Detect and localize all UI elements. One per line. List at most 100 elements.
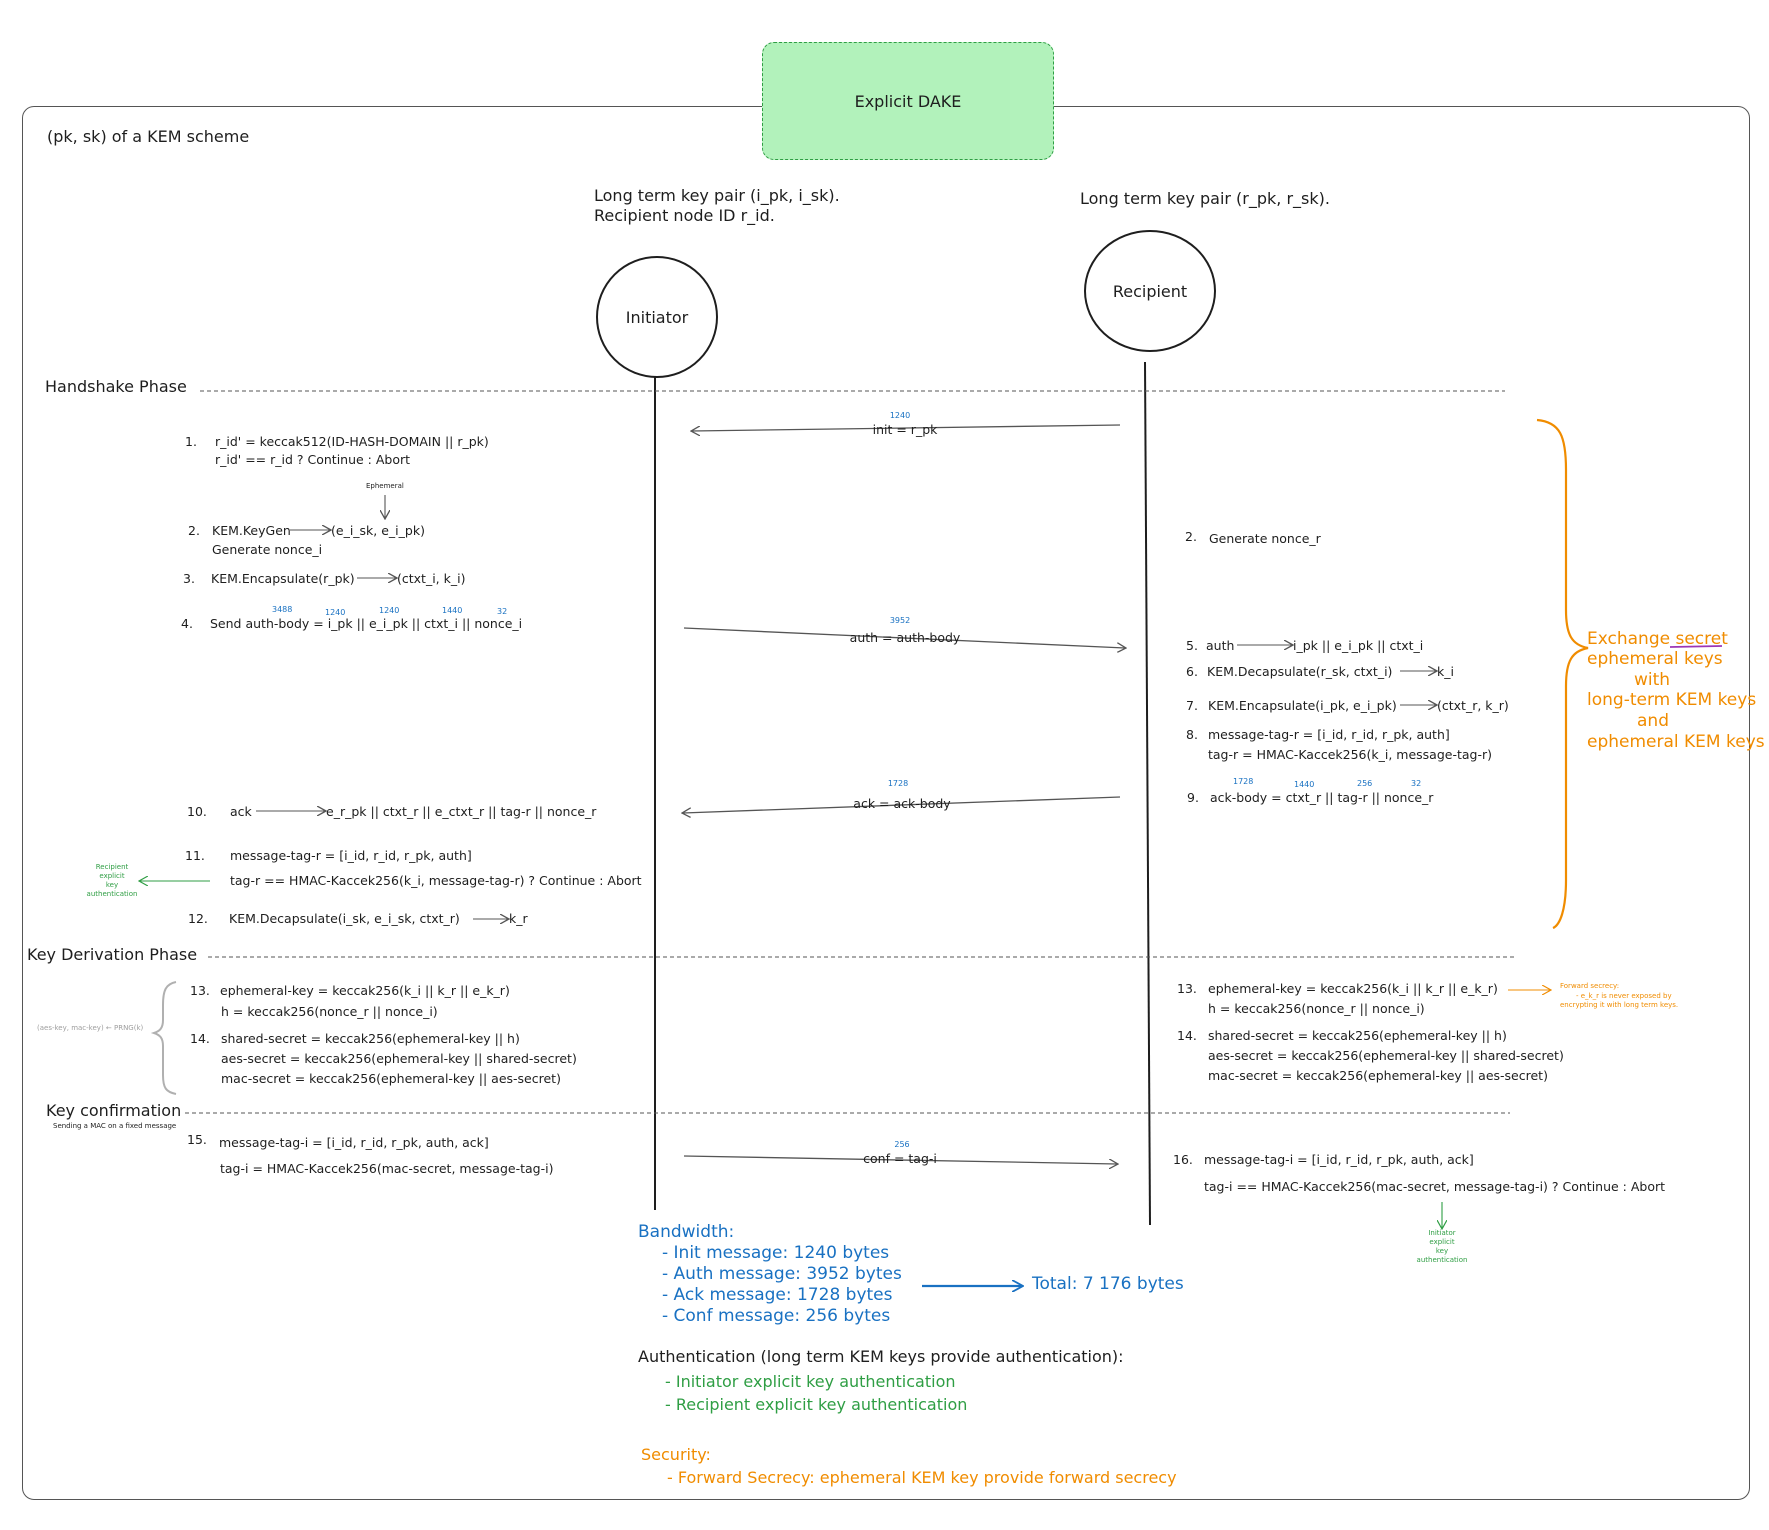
i-step12-output: k_r xyxy=(509,911,528,926)
i-step15-line1: message-tag-i = [i_id, r_id, r_pk, auth,… xyxy=(219,1135,489,1150)
r-step13-number: 13. xyxy=(1177,981,1197,996)
r-step9-number: 9. xyxy=(1187,790,1199,805)
exchange-brace xyxy=(1536,418,1589,930)
i-step11-number: 11. xyxy=(185,848,205,863)
recipient-auth-note-2: explicit xyxy=(99,872,125,880)
init-arrow xyxy=(692,424,1121,431)
auth-message-label: auth = auth-body xyxy=(849,630,961,645)
i-step14-line3: mac-secret = keccak256(ephemeral-key || … xyxy=(221,1071,561,1086)
i-step13-number: 13. xyxy=(190,983,210,998)
i-step2-nonce: Generate nonce_i xyxy=(212,542,323,557)
i-step2-keypair: (e_i_sk, e_i_pk) xyxy=(331,523,425,538)
r-step13-line1: ephemeral-key = keccak256(k_i || k_r || … xyxy=(1208,981,1498,996)
r-step8-number: 8. xyxy=(1186,727,1198,742)
forward-secrecy-note-2: - e_k_r is never exposed by xyxy=(1576,992,1672,1000)
r-step14-line1: shared-secret = keccak256(ephemeral-key … xyxy=(1208,1028,1507,1043)
prng-note: (aes-key, mac-key) ← PRNG(k) xyxy=(37,1024,144,1032)
r-step6-decapsulate: KEM.Decapsulate(r_sk, ctxt_i) xyxy=(1207,664,1393,679)
r-step5-auth: auth xyxy=(1206,638,1235,653)
i-step2-number: 2. xyxy=(188,523,200,538)
i-step10-output: e_r_pk || ctxt_r || e_ctxt_r || tag-r ||… xyxy=(326,804,597,819)
i-step11-line2: tag-r == HMAC-Kaccek256(k_i, message-tag… xyxy=(230,873,642,888)
auth-arrow xyxy=(683,627,1125,648)
recipient-key-line1: Long term key pair (r_pk, r_sk). xyxy=(1080,189,1330,208)
r-step16-number: 16. xyxy=(1173,1152,1193,1167)
r-step7-output: (ctxt_r, k_r) xyxy=(1437,698,1509,713)
i-step4-number: 4. xyxy=(181,616,193,631)
key-confirmation-label: Key confirmation xyxy=(46,1101,182,1120)
recipient-auth-note-4: authentication xyxy=(86,890,138,898)
key-confirmation-subtitle: Sending a MAC on a fixed message xyxy=(53,1122,177,1130)
r-step14-number: 14. xyxy=(1177,1028,1197,1043)
exchange-note-line3: with xyxy=(1633,670,1671,690)
bandwidth-item-auth: - Auth message: 3952 bytes xyxy=(662,1264,902,1284)
title-box: Explicit DAKE xyxy=(762,42,1054,160)
i-step13-line1: ephemeral-key = keccak256(k_i || k_r || … xyxy=(220,983,510,998)
bandwidth-item-init: - Init message: 1240 bytes xyxy=(662,1243,890,1263)
i-step1-number: 1. xyxy=(185,434,197,449)
initiator-label: Initiator xyxy=(625,307,689,327)
i-step2-keygen: KEM.KeyGen xyxy=(212,523,291,538)
i-step15-line2: tag-i = HMAC-Kaccek256(mac-secret, messa… xyxy=(220,1161,554,1176)
i-step3-number: 3. xyxy=(183,571,195,586)
ack-arrow xyxy=(683,796,1121,813)
initiator-auth-note-4: authentication xyxy=(1416,1256,1468,1264)
i-step11-line1: message-tag-r = [i_id, r_id, r_pk, auth] xyxy=(230,848,472,863)
i-step1-line1: r_id' = keccak512(ID-HASH-DOMAIN || r_pk… xyxy=(215,434,489,449)
security-title: Security: xyxy=(641,1445,711,1464)
i-step13-line2: h = keccak256(nonce_r || nonce_i) xyxy=(221,1004,438,1019)
r-step5-output: i_pk || e_i_pk || ctxt_i xyxy=(1293,638,1424,653)
i-step12-number: 12. xyxy=(188,911,208,926)
diagram-title: Explicit DAKE xyxy=(854,91,962,111)
r-step2-text: Generate nonce_r xyxy=(1209,531,1321,546)
i-step3-output: (ctxt_i, k_i) xyxy=(397,571,466,586)
r-step8-line2: tag-r = HMAC-Kaccek256(k_i, message-tag-… xyxy=(1208,747,1492,762)
i-step4-size-2: 1240 xyxy=(325,608,346,617)
r-step6-output: k_i xyxy=(1437,664,1454,679)
r-step2-number: 2. xyxy=(1185,529,1197,544)
i-step10-ack: ack xyxy=(230,804,252,819)
forward-secrecy-note-1: Forward secrecy: xyxy=(1560,982,1620,990)
i-step14-line2: aes-secret = keccak256(ephemeral-key || … xyxy=(221,1051,577,1066)
key-derivation-phase-label: Key Derivation Phase xyxy=(27,945,198,964)
r-step9-size-3: 256 xyxy=(1357,779,1373,788)
forward-secrecy-note-3: encrypting it with long term keys. xyxy=(1560,1001,1679,1009)
initiator-node: Initiator xyxy=(596,256,718,378)
exchange-note-line1: Exchange secret xyxy=(1587,631,1728,648)
initiator-key-line2: Recipient node ID r_id. xyxy=(594,206,775,225)
r-step9-size-4: 32 xyxy=(1411,779,1422,788)
r-step14-line2: aes-secret = keccak256(ephemeral-key || … xyxy=(1208,1048,1564,1063)
i-step12-decapsulate: KEM.Decapsulate(i_sk, e_i_sk, ctxt_r) xyxy=(229,911,460,926)
i-step14-number: 14. xyxy=(190,1031,210,1046)
ack-size: 1728 xyxy=(887,779,909,788)
handshake-phase-label: Handshake Phase xyxy=(45,377,187,396)
exchange-note-line4: long-term KEM keys xyxy=(1587,690,1757,710)
r-step9-size-1: 1728 xyxy=(1233,777,1254,786)
recipient-node: Recipient xyxy=(1084,230,1216,352)
exchange-note-secret: secret xyxy=(1675,629,1728,649)
r-step9-text: ack-body = ctxt_r || tag-r || nonce_r xyxy=(1210,790,1434,805)
init-message-label: init = r_pk xyxy=(872,422,938,437)
exchange-note-line2: ephemeral keys xyxy=(1587,649,1723,669)
i-step4-size-5: 32 xyxy=(497,607,508,616)
initiator-auth-note-3: key xyxy=(1435,1247,1449,1255)
i-step1-line2: r_id' == r_id ? Continue : Abort xyxy=(215,452,411,467)
i-step4-text: Send auth-body = i_pk || e_i_pk || ctxt_… xyxy=(210,616,523,631)
ack-message-label: ack = ack-body xyxy=(853,796,951,811)
bandwidth-title: Bandwidth: xyxy=(638,1222,735,1242)
i-step15-number: 15. xyxy=(187,1132,207,1147)
security-item-forward-secrecy: - Forward Secrecy: ephemeral KEM key pro… xyxy=(667,1468,1177,1487)
authentication-item-initiator: - Initiator explicit key authentication xyxy=(665,1372,956,1391)
auth-size: 3952 xyxy=(889,616,911,625)
exchange-note-line5: and xyxy=(1637,711,1669,731)
r-step9-size-2: 1440 xyxy=(1294,780,1315,789)
bandwidth-total: Total: 7 176 bytes xyxy=(1032,1274,1184,1294)
initiator-auth-note-2: explicit xyxy=(1429,1238,1455,1246)
r-step13-line2: h = keccak256(nonce_r || nonce_i) xyxy=(1208,1001,1425,1016)
r-step5-number: 5. xyxy=(1186,638,1198,653)
r-step7-number: 7. xyxy=(1186,698,1198,713)
recipient-auth-note-1: Recipient xyxy=(95,863,129,871)
initiator-auth-note-1: Initiator xyxy=(1428,1229,1456,1237)
init-size: 1240 xyxy=(889,411,911,420)
